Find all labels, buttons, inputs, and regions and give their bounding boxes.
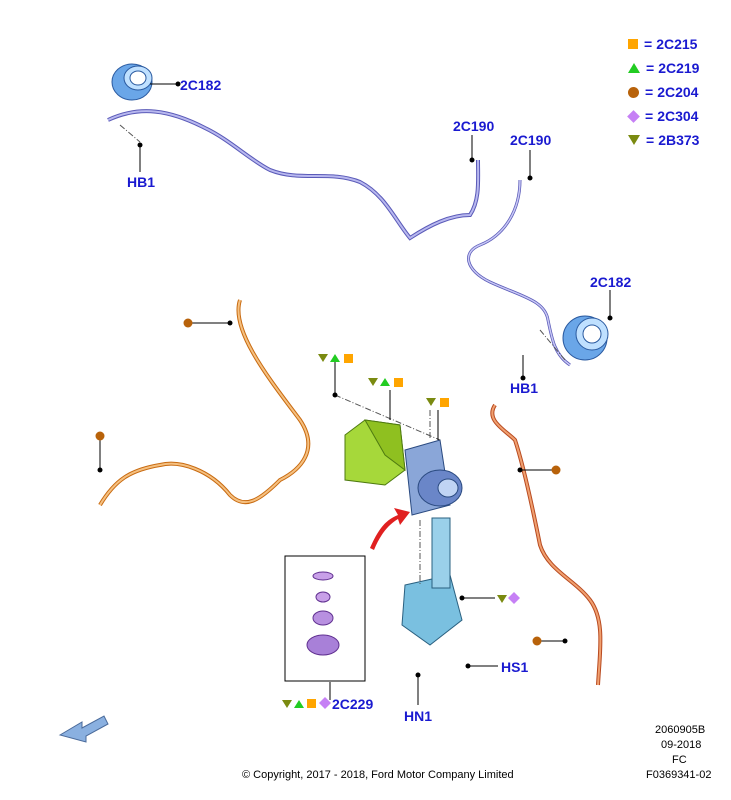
rear-right-sensor-harness — [490, 403, 603, 686]
olive-triangle-down-icon — [628, 135, 640, 145]
legend-item-2c215: = 2C215 — [628, 32, 699, 56]
legend-item-2c204: = 2C204 — [628, 80, 699, 104]
green-triangle-icon — [628, 63, 640, 73]
label-2c229: 2C229 — [332, 696, 374, 712]
legend-item-2c304: = 2C304 — [627, 104, 699, 128]
mounting-bracket — [401, 517, 463, 646]
front-right-sensor-harness — [467, 179, 571, 367]
label-hs1: HS1 — [501, 659, 529, 675]
legend-code: 2C219 — [658, 60, 700, 76]
abs-control-module — [344, 419, 406, 486]
label-hb1-top: HB1 — [127, 174, 156, 190]
wheel-ring-top-left — [111, 63, 153, 101]
direction-arrow-icon — [58, 715, 109, 743]
purple-diamond-icon — [627, 109, 640, 123]
front-left-sensor-harness — [107, 109, 481, 241]
brown-circle-icon — [628, 86, 639, 98]
legend-code: 2B373 — [658, 132, 700, 148]
red-arrow — [370, 508, 410, 550]
legend: = 2C215 = 2C219 = 2C204 = 2C304 = 2B373 — [627, 32, 699, 152]
equals-sign: = — [646, 132, 655, 148]
label-2c182-right: 2C182 — [590, 274, 632, 290]
copyright-text: © Copyright, 2017 - 2018, Ford Motor Com… — [242, 769, 514, 781]
rear-left-sensor-harness — [98, 299, 311, 507]
doc-date: 09-2018 — [661, 739, 702, 751]
label-2c182-top-left: 2C182 — [180, 77, 222, 93]
doc-id: 2060905B — [655, 724, 706, 736]
label-2c190-a: 2C190 — [453, 118, 495, 134]
label-hb1-right: HB1 — [510, 380, 539, 396]
leader-dots — [97, 81, 613, 678]
label-2c190-b: 2C190 — [510, 132, 552, 148]
assembly-lines — [119, 124, 566, 585]
legend-item-2c219: = 2C219 — [628, 56, 699, 80]
wheel-ring-right — [562, 315, 609, 361]
leader-lines — [99, 83, 611, 705]
doc-fc: FC — [672, 754, 687, 766]
doc-ref: F0369341-02 — [646, 769, 712, 781]
legend-code: 2C204 — [657, 84, 699, 100]
equals-sign: = — [644, 36, 653, 52]
kit-parts — [306, 571, 340, 656]
equals-sign: = — [646, 60, 655, 76]
legend-item-2b373: = 2B373 — [628, 128, 699, 152]
legend-code: 2C304 — [657, 108, 699, 124]
equals-sign: = — [645, 84, 654, 100]
abs-hydraulic-unit — [404, 439, 463, 516]
callout-symbols — [95, 318, 561, 709]
legend-code: 2C215 — [656, 36, 698, 52]
orange-square-icon — [628, 39, 638, 49]
equals-sign: = — [645, 108, 654, 124]
label-hn1: HN1 — [404, 708, 433, 724]
